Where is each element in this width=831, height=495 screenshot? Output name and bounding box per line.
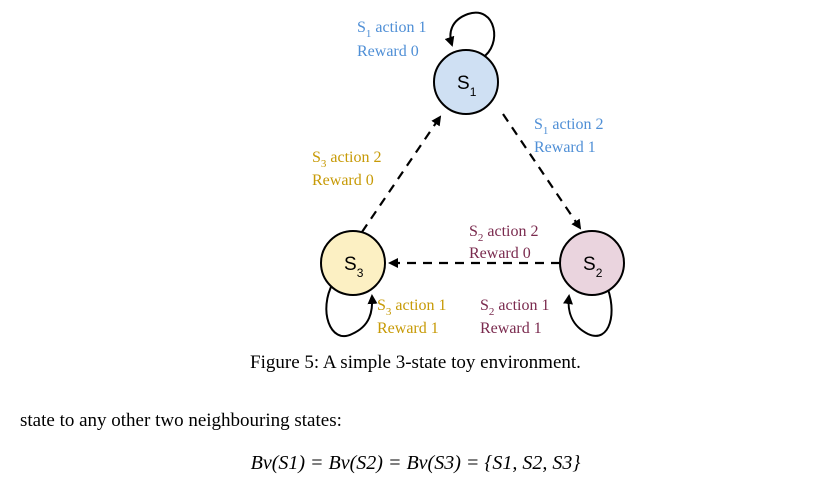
svg-text:S2 action 2: S2 action 2 <box>469 223 539 244</box>
node-s1: S1 <box>433 49 499 115</box>
svg-text:Reward 0: Reward 0 <box>357 43 419 60</box>
node-s3: S3 <box>320 230 386 296</box>
svg-text:S1 action 1: S1 action 1 <box>357 19 427 40</box>
figure-caption: Figure 5: A simple 3-state toy environme… <box>250 352 581 373</box>
node-s2: S2 <box>559 230 625 296</box>
svg-text:Reward 0: Reward 0 <box>312 172 374 189</box>
svg-text:S3 action 2: S3 action 2 <box>312 149 382 170</box>
edge-s1-to-s2 <box>502 113 582 230</box>
self-loop-s3 <box>325 282 378 337</box>
svg-text:S2: S2 <box>583 254 603 280</box>
svg-text:Reward 1: Reward 1 <box>480 320 542 337</box>
label-s1-action2: S1 action 2 Reward 1 <box>534 116 604 156</box>
svg-text:S3: S3 <box>344 254 364 280</box>
svg-text:S1: S1 <box>457 73 477 99</box>
label-s2-action2: S2 action 2 Reward 0 <box>469 223 539 262</box>
label-s3-action2: S3 action 2 Reward 0 <box>312 149 382 189</box>
svg-text:S2 action 1: S2 action 1 <box>480 297 550 318</box>
svg-text:Reward 1: Reward 1 <box>377 320 439 337</box>
svg-text:S3 action 1: S3 action 1 <box>377 297 447 318</box>
self-loop-s2 <box>563 283 613 337</box>
body-text: state to any other two neighbouring stat… <box>20 410 342 431</box>
equation: Bν(S1) = Bν(S2) = Bν(S3) = {S1, S2, S3} <box>0 452 831 475</box>
svg-text:Reward 0: Reward 0 <box>469 245 531 262</box>
self-loop-s1 <box>444 11 496 59</box>
label-s1-action1: S1 action 1 Reward 0 <box>357 19 427 60</box>
state-diagram: S1 S2 S3 S1 action 1 Reward 0 S1 action … <box>312 11 625 337</box>
edge-s3-to-s1 <box>361 115 442 233</box>
svg-text:S1 action 2: S1 action 2 <box>534 116 604 137</box>
label-s3-action1: S3 action 1 Reward 1 <box>377 297 447 337</box>
equation-text: Bν(S1) = Bν(S2) = Bν(S3) = {S1, S2, S3} <box>250 452 581 474</box>
label-s2-action1: S2 action 1 Reward 1 <box>480 297 550 337</box>
svg-text:Reward 1: Reward 1 <box>534 139 596 156</box>
